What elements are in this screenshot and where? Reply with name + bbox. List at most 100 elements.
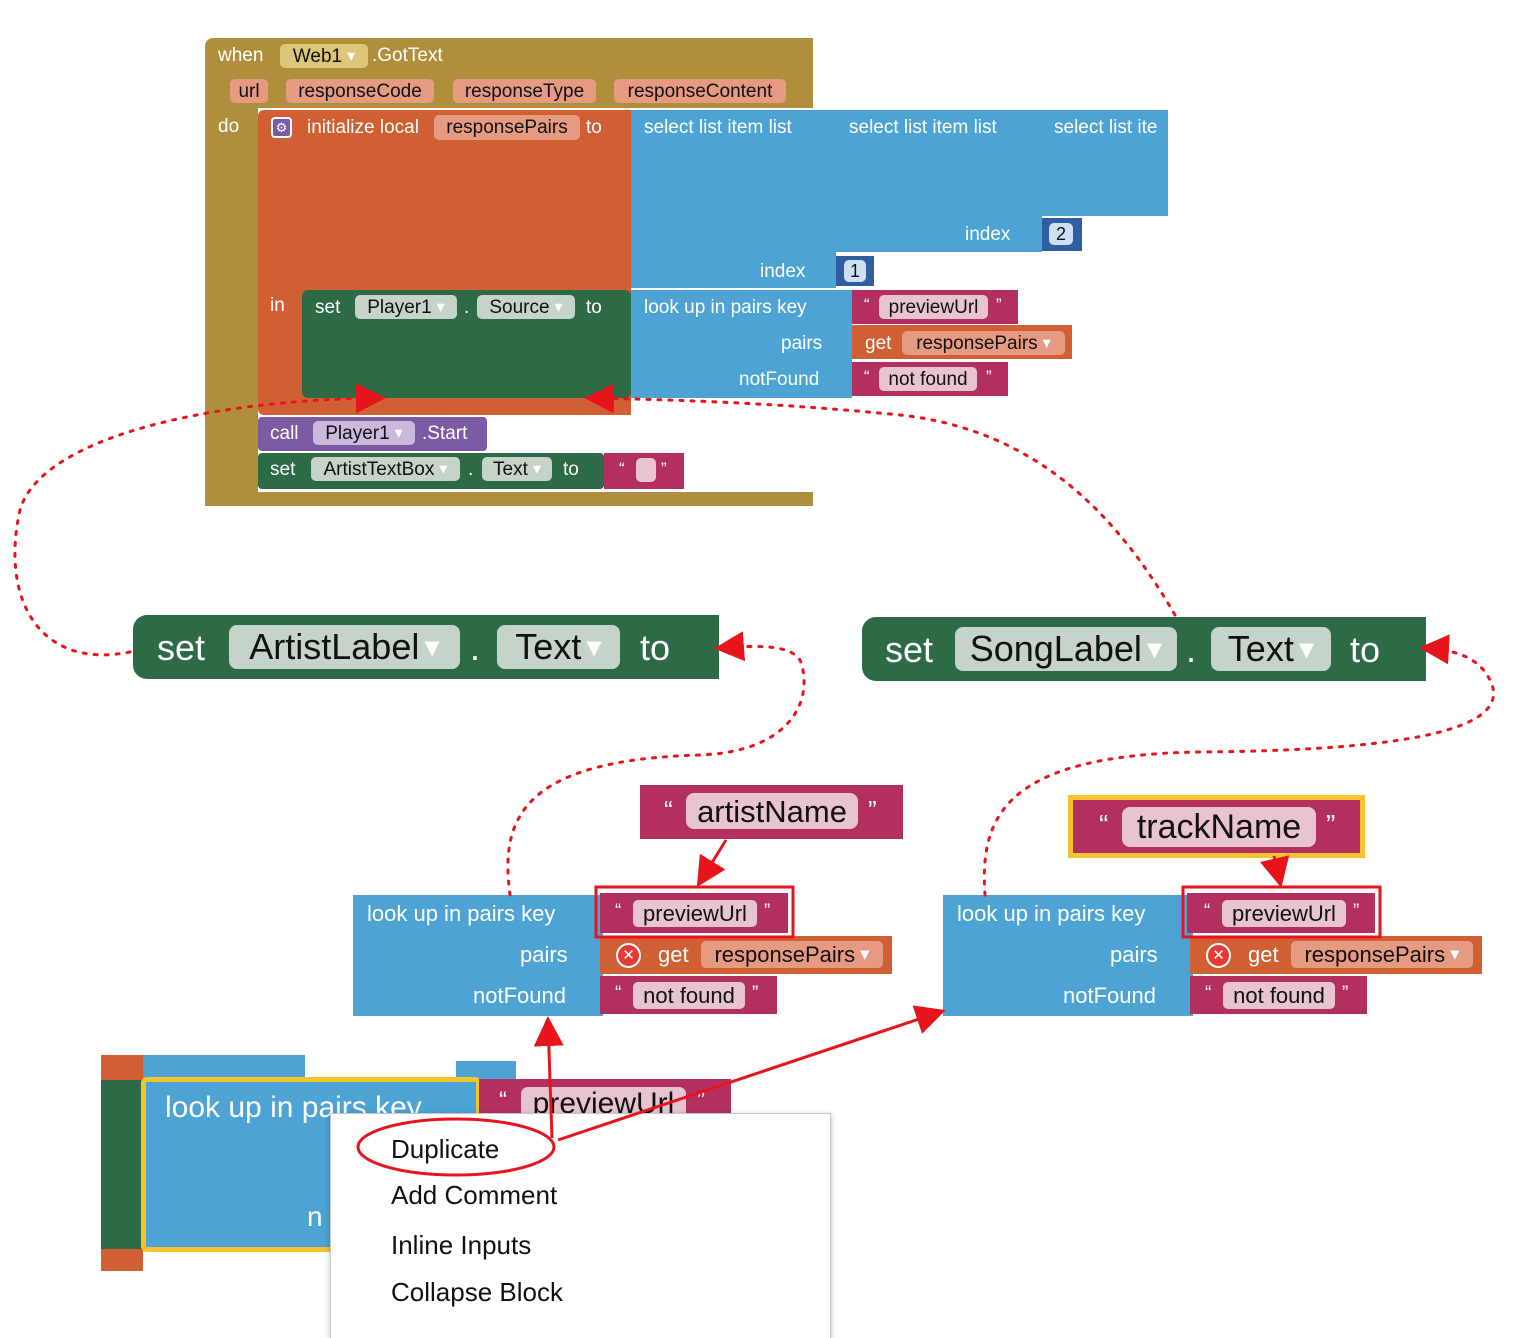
quote-open-10: “ — [499, 1087, 507, 1114]
string-notfound-value-right[interactable]: not found — [1223, 982, 1335, 1009]
zoom-orange-bottom — [101, 1249, 143, 1271]
init-local-var-name[interactable]: responsePairs — [434, 115, 580, 140]
lookup-notfound-label-right: notFound — [1063, 983, 1156, 1008]
songlabel-set-label: set — [885, 629, 934, 670]
menu-item-inline-inputs[interactable]: Inline Inputs — [391, 1230, 532, 1260]
lookup-pairs-block-right[interactable] — [943, 895, 1193, 1016]
quote-open-9: “ — [1205, 983, 1212, 1004]
artisttextbox-dot: . — [468, 459, 474, 480]
artistlabel-set-label: set — [157, 627, 206, 668]
player-set-label: set — [315, 297, 341, 318]
lookup-pairs-block-top[interactable] — [631, 290, 852, 398]
string-notfound-value-top[interactable]: not found — [879, 367, 977, 391]
string-artistname-value[interactable]: artistName — [686, 793, 858, 829]
artisttextbox-set-label: set — [270, 459, 296, 480]
quote-open-4: “ — [664, 795, 673, 825]
quote-close-8: ” — [1353, 901, 1360, 922]
lookup-notfound-label-left: notFound — [473, 983, 566, 1008]
zoom-blue-top-right — [456, 1061, 516, 1079]
quote-close-5: ” — [1326, 809, 1336, 840]
select-list-item-block-inner[interactable]: select list ite — [1042, 110, 1168, 216]
lookup-label-right: look up in pairs key — [957, 901, 1146, 926]
string-previewurl-value-left[interactable]: previewUrl — [633, 900, 757, 927]
empty-string-value[interactable] — [636, 458, 656, 482]
quote-open-8: “ — [1204, 901, 1211, 922]
artistlabel-property-dropdown[interactable]: Text — [497, 625, 620, 669]
context-menu: Duplicate Add Comment Inline Inputs Coll… — [330, 1113, 831, 1338]
select-list-index-label-2: index — [965, 224, 1011, 245]
get-var-dropdown-left[interactable]: responsePairs — [701, 941, 883, 968]
lookup-notfound-label-top: notFound — [739, 369, 820, 390]
player-property-dropdown[interactable]: Source — [477, 295, 575, 319]
event-component-dropdown[interactable]: Web1 — [280, 44, 368, 68]
menu-item-duplicate[interactable]: Duplicate — [391, 1134, 500, 1164]
call-component-dropdown[interactable]: Player1 — [313, 421, 415, 445]
error-icon-right[interactable]: ✕ — [1206, 943, 1231, 968]
songlabel-component-dropdown[interactable]: SongLabel — [955, 627, 1177, 671]
songlabel-property-dropdown[interactable]: Text — [1211, 627, 1331, 671]
lookup-label-top: look up in pairs key — [644, 297, 807, 318]
artisttextbox-property-dropdown[interactable]: Text — [482, 457, 552, 481]
call-method-label: .Start — [422, 423, 468, 444]
event-param-responsetype[interactable]: responseType — [453, 79, 596, 103]
event-param-responsecontent[interactable]: responseContent — [614, 79, 786, 103]
quote-close-9: ” — [1342, 983, 1349, 1004]
artisttextbox-component-dropdown[interactable]: ArtistTextBox — [311, 457, 460, 481]
quote-close-2: ” — [986, 367, 992, 386]
quote-close-1: ” — [996, 295, 1002, 314]
quote-close-4: ” — [868, 795, 877, 825]
event-name-label: .GotText — [372, 45, 443, 66]
get-label-left: get — [658, 942, 689, 967]
select-list-item-label-3: select list ite — [1054, 117, 1158, 138]
artistlabel-component-dropdown[interactable]: ArtistLabel — [229, 625, 460, 669]
quote-open-3: “ — [619, 459, 625, 478]
index-number-2[interactable]: 2 — [1049, 223, 1073, 245]
menu-item-add-comment[interactable]: Add Comment — [391, 1180, 558, 1210]
zoom-orange-top — [101, 1055, 143, 1080]
lookup-pairs-label-left: pairs — [520, 942, 568, 967]
quote-close-10: ” — [697, 1087, 705, 1114]
init-local-in-label: in — [270, 295, 285, 316]
quote-open-5: “ — [1099, 809, 1109, 840]
quote-open-6: “ — [615, 901, 622, 922]
menu-item-collapse-block[interactable]: Collapse Block — [391, 1277, 563, 1307]
arrow-trackname — [1259, 855, 1290, 888]
event-param-url[interactable]: url — [230, 79, 268, 103]
string-previewurl-value-top[interactable]: previewUrl — [879, 295, 988, 319]
lookup-pairs-label-right: pairs — [1110, 942, 1158, 967]
quote-close-3: ” — [661, 459, 667, 478]
select-list-index-label-1: index — [760, 261, 806, 282]
error-icon-left[interactable]: ✕ — [616, 943, 641, 968]
select-list-item-label-1: select list item list — [644, 117, 792, 138]
lookup-pairs-label-top: pairs — [781, 333, 823, 354]
event-do-label: do — [218, 116, 240, 137]
player-dot: . — [464, 297, 470, 318]
lookup-pairs-block-left[interactable] — [353, 895, 603, 1016]
songlabel-to-label: to — [1350, 629, 1381, 670]
string-notfound-value-left[interactable]: not found — [633, 982, 745, 1009]
select-list-item-label-2: select list item list — [849, 117, 997, 138]
get-var-dropdown-top[interactable]: responsePairs — [902, 331, 1065, 355]
event-param-responsecode[interactable]: responseCode — [286, 79, 434, 103]
select-list-item-block-middle[interactable] — [836, 110, 1042, 252]
player-component-dropdown[interactable]: Player1 — [355, 295, 457, 319]
string-trackname-value[interactable]: trackName — [1122, 807, 1316, 847]
event-block-bottom-notch — [205, 491, 813, 506]
lookup-label-left: look up in pairs key — [367, 901, 556, 926]
songlabel-dot: . — [1186, 629, 1197, 670]
index-number-1[interactable]: 1 — [844, 260, 866, 282]
select-list-item-block-outer[interactable] — [631, 110, 836, 288]
dotted-arrow-lookup-left — [506, 631, 806, 897]
get-label-top: get — [865, 333, 892, 354]
artistlabel-to-label: to — [640, 627, 671, 668]
quote-close-6: ” — [764, 901, 771, 922]
quote-close-7: ” — [752, 983, 759, 1004]
player-to-label: to — [586, 297, 602, 318]
string-previewurl-value-right[interactable]: previewUrl — [1222, 900, 1346, 927]
arrow-artistname — [696, 839, 728, 888]
quote-open-1: “ — [864, 295, 870, 314]
artistlabel-dot: . — [470, 627, 481, 668]
get-var-dropdown-right[interactable]: responsePairs — [1291, 941, 1473, 968]
get-label-right: get — [1248, 942, 1279, 967]
gear-icon[interactable]: ⚙ — [271, 117, 292, 138]
